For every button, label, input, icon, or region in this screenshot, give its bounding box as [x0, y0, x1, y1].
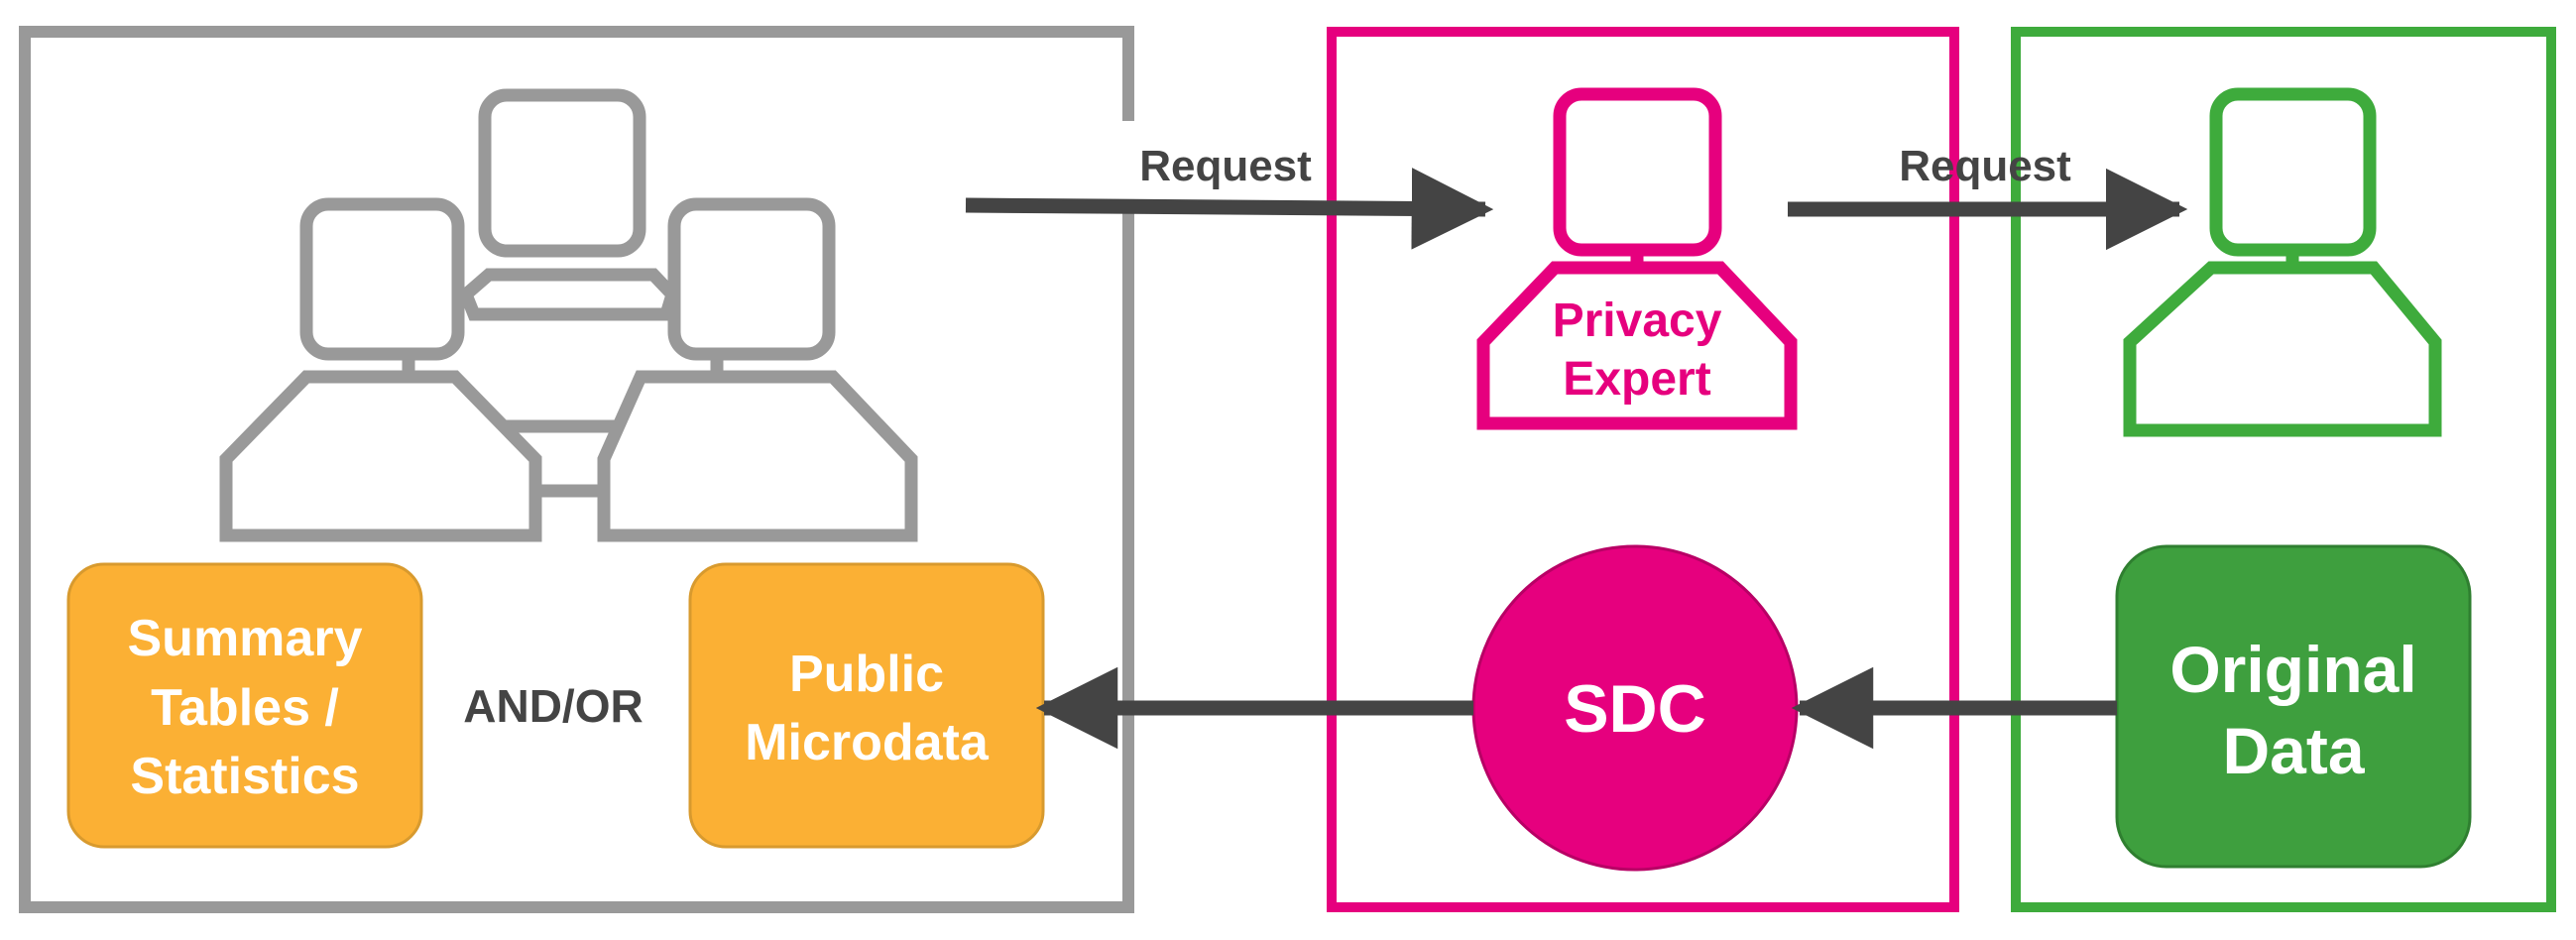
request-arrow-to-expert [965, 168, 1494, 250]
privacy-expert-panel-frame [1327, 27, 1959, 912]
original-data-line-2: Data [2222, 714, 2365, 787]
public-line-1: Public [789, 646, 944, 703]
privacy-expert-line-2: Expert [1563, 353, 1710, 406]
original-data-line-1: Original [2169, 633, 2416, 706]
sdc-circle: SDC [1471, 544, 1799, 872]
users-panel-frame [19, 26, 1134, 913]
data-holder-panel-frame [2011, 27, 2556, 912]
user-group-icon [219, 88, 918, 542]
request-label-to-expert: Request [1139, 142, 1312, 190]
arrows [965, 168, 2188, 750]
public-line-2: Microdata [745, 714, 990, 771]
original-data-box: Original Data [2115, 544, 2472, 869]
data-holder-panel: Original Data [2011, 27, 2556, 912]
users-panel: Summary Tables / Statistics AND/OR Publi… [19, 26, 1134, 913]
summary-statistics-box: Summary Tables / Statistics [66, 562, 423, 849]
summary-line-2: Tables / [151, 679, 339, 737]
privacy-expert-panel: Privacy Expert SDC [1327, 27, 1959, 912]
summary-line-3: Statistics [130, 748, 359, 805]
privacy-expert-icon [1476, 87, 1798, 430]
and-or-label: AND/OR [463, 680, 643, 732]
sdc-label: SDC [1564, 671, 1706, 747]
summary-line-1: Summary [128, 610, 363, 667]
request-label-to-data: Request [1899, 142, 2071, 190]
privacy-expert-line-1: Privacy [1553, 294, 1722, 347]
public-microdata-box: Public Microdata [688, 562, 1045, 849]
data-holder-icon [2123, 87, 2442, 437]
